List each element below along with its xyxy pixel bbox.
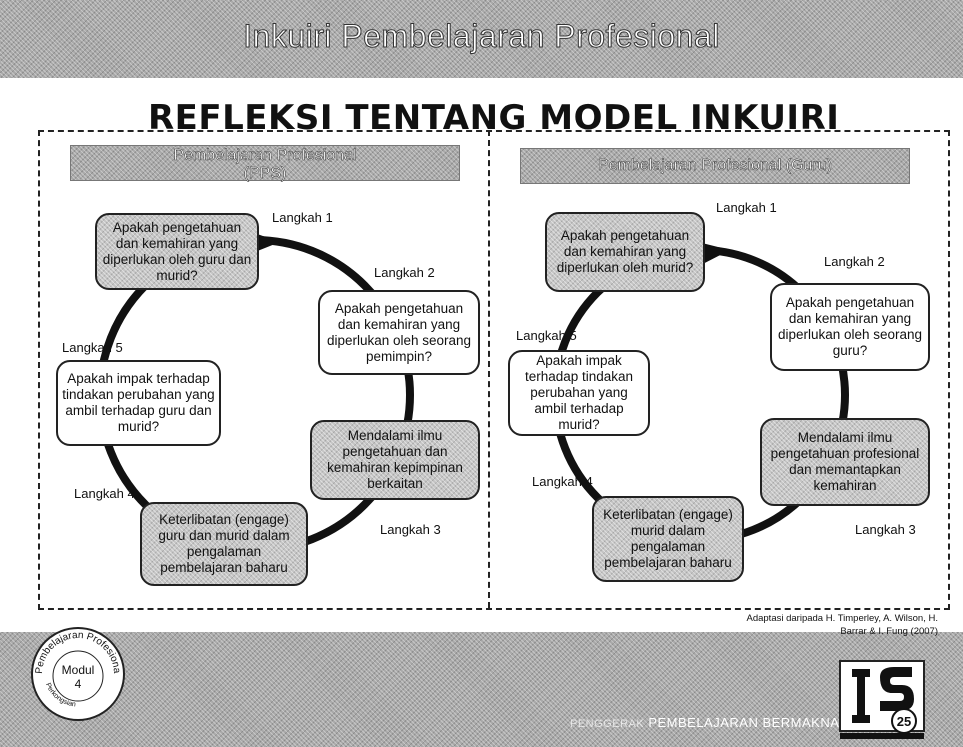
right-step1-box: Apakah pengetahuan dan kemahiran yang di… (545, 212, 705, 292)
logo-number: 25 (897, 714, 911, 729)
left-step2-label: Langkah 2 (374, 265, 435, 280)
left-step3-label: Langkah 3 (380, 522, 441, 537)
right-step5-box: Apakah impak terhadap tindakan perubahan… (508, 350, 650, 436)
left-header-line1: Pembelajaran Profesional (173, 147, 357, 165)
left-step4-label: Langkah 4 (74, 486, 135, 501)
banner-title: Inkuiri Pembelajaran Profesional (243, 18, 720, 55)
diagram-frame (38, 130, 950, 610)
module-seal: Pembelajaran Profesional Perkongsian Mod… (28, 624, 125, 721)
right-step4-box: Keterlibatan (engage) murid dalam pengal… (592, 496, 744, 582)
right-header-text: Pembelajaran Profesional (Guru) (598, 157, 832, 175)
credit-line2: Barrar & I. Fung (2007) (840, 626, 938, 637)
right-cycle-arrowhead (690, 240, 730, 268)
ipg-logo: 25 (839, 660, 925, 739)
left-step1-label: Langkah 1 (272, 210, 333, 225)
right-step3-label: Langkah 3 (855, 522, 916, 537)
credit-line1: Adaptasi daripada H. Timperley, A. Wilso… (746, 613, 939, 624)
footer-slogan: PENGGERAK PEMBELAJARAN BERMAKNA (570, 715, 839, 730)
right-step1-label: Langkah 1 (716, 200, 777, 215)
left-step1-box: Apakah pengetahuan dan kemahiran yang di… (95, 213, 259, 290)
right-step2-box: Apakah pengetahuan dan kemahiran yang di… (770, 283, 930, 371)
footer-credit: Adaptasi daripada H. Timperley, A. Wilso… (668, 612, 939, 638)
seal-center-line2: 4 (75, 677, 82, 691)
right-panel-header: Pembelajaran Profesional (Guru) (520, 148, 910, 184)
left-step5-label: Langkah 5 (62, 340, 123, 355)
left-step5-box: Apakah impak terhadap tindakan perubahan… (56, 360, 221, 446)
right-step4-label: Langkah 4 (532, 474, 593, 489)
slogan-text: PEMBELAJARAN BERMAKNA (648, 715, 840, 730)
left-panel-header: Pembelajaran Profesional (PPS) (70, 145, 460, 183)
right-step3-box: Mendalami ilmu pengetahuan profesional d… (760, 418, 930, 506)
left-step2-box: Apakah pengetahuan dan kemahiran yang di… (318, 290, 480, 375)
footer-band (0, 632, 963, 747)
slogan-prefix: PENGGERAK (570, 718, 645, 730)
right-step2-label: Langkah 2 (824, 254, 885, 269)
left-header-line2: (PPS) (243, 165, 287, 183)
left-step3-box: Mendalami ilmu pengetahuan dan kemahiran… (310, 420, 480, 500)
panel-divider (488, 130, 490, 608)
left-step4-box: Keterlibatan (engage) guru dan murid dal… (140, 502, 308, 586)
top-banner (0, 0, 963, 78)
seal-center-line1: Modul (62, 663, 95, 677)
right-step5-label: Langkah 5 (516, 328, 577, 343)
